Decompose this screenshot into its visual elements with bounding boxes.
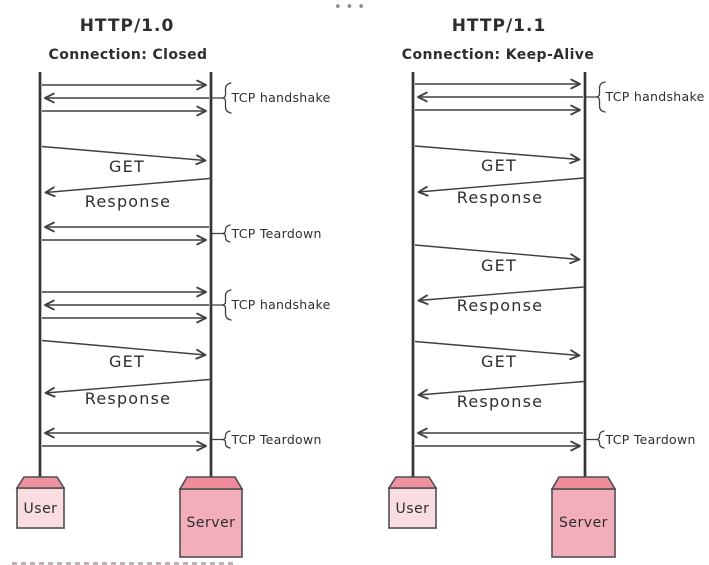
- server-box-body: [551, 488, 616, 558]
- get-arrow: [41, 339, 207, 360]
- handshake-label: TCP handshake: [605, 89, 705, 104]
- response-arrow: [417, 380, 584, 400]
- panel-http10: HTTP/1.0 Connection: Closed TCP handshak…: [15, 16, 331, 558]
- brace: [221, 224, 231, 243]
- response-label: Response: [457, 188, 543, 207]
- panel-http11: HTTP/1.1 Connection: Keep-Alive TCP hand…: [387, 16, 705, 558]
- get-label: GET: [481, 256, 517, 275]
- handshake-label: TCP handshake: [231, 90, 331, 105]
- user-label: User: [24, 501, 58, 517]
- cut-off-caption-sliver: [12, 562, 234, 565]
- request-response-1: GET Response: [41, 145, 210, 211]
- get-arrow: [41, 145, 207, 166]
- brace: [221, 82, 232, 114]
- brace: [221, 430, 231, 449]
- user-box-lid: [15, 476, 66, 489]
- server-actor-box: Server: [550, 476, 617, 558]
- panel-title: HTTP/1.0: [80, 16, 175, 36]
- request-response-2: GET Response: [41, 339, 210, 408]
- panel-subtitle: Connection: Closed: [49, 47, 208, 63]
- server-label: Server: [559, 515, 608, 531]
- brace: [221, 289, 232, 321]
- teardown-label: TCP Teardown: [605, 432, 696, 447]
- teardown-label: TCP Teardown: [231, 432, 322, 447]
- response-label: Response: [457, 392, 543, 411]
- tcp-teardown-2: TCP Teardown: [42, 427, 322, 452]
- panel-subtitle: Connection: Keep-Alive: [402, 47, 594, 63]
- server-label: Server: [187, 515, 236, 531]
- user-actor-box: User: [15, 476, 66, 529]
- get-label: GET: [481, 352, 517, 371]
- response-arrow: [417, 286, 584, 306]
- response-arrow: [44, 378, 210, 398]
- server-actor-box: Server: [178, 476, 244, 558]
- get-label: GET: [481, 156, 517, 175]
- user-box-lid: [387, 476, 438, 489]
- user-box-body: [388, 487, 437, 529]
- get-arrow: [414, 340, 581, 361]
- response-label: Response: [85, 192, 171, 211]
- tcp-handshake-2: TCP handshake: [42, 286, 331, 324]
- response-label: Response: [457, 296, 543, 315]
- response-arrow: [417, 177, 584, 197]
- brace: [595, 430, 605, 449]
- user-actor-box: User: [387, 476, 438, 529]
- request-response-3: GET Response: [414, 340, 584, 411]
- request-response-2: GET Response: [414, 244, 584, 315]
- tcp-teardown-1: TCP Teardown: [42, 221, 322, 246]
- brace: [595, 81, 606, 113]
- panel-title: HTTP/1.1: [452, 16, 547, 36]
- get-label: GET: [109, 352, 145, 371]
- handshake-label: TCP handshake: [231, 297, 331, 312]
- tcp-handshake-1: TCP handshake: [42, 79, 331, 117]
- response-arrow: [44, 177, 210, 198]
- teardown-label: TCP Teardown: [231, 226, 322, 241]
- user-label: User: [396, 501, 430, 517]
- response-label: Response: [85, 389, 171, 408]
- get-label: GET: [109, 157, 145, 176]
- tcp-teardown-1: TCP Teardown: [415, 427, 696, 452]
- request-response-1: GET Response: [414, 145, 584, 207]
- get-arrow: [414, 145, 581, 165]
- more-options-icon[interactable]: •••: [334, 0, 370, 15]
- server-box-lid: [550, 476, 617, 490]
- server-box-lid: [178, 476, 244, 490]
- tcp-handshake-1: TCP handshake: [415, 78, 705, 116]
- get-arrow: [414, 244, 581, 265]
